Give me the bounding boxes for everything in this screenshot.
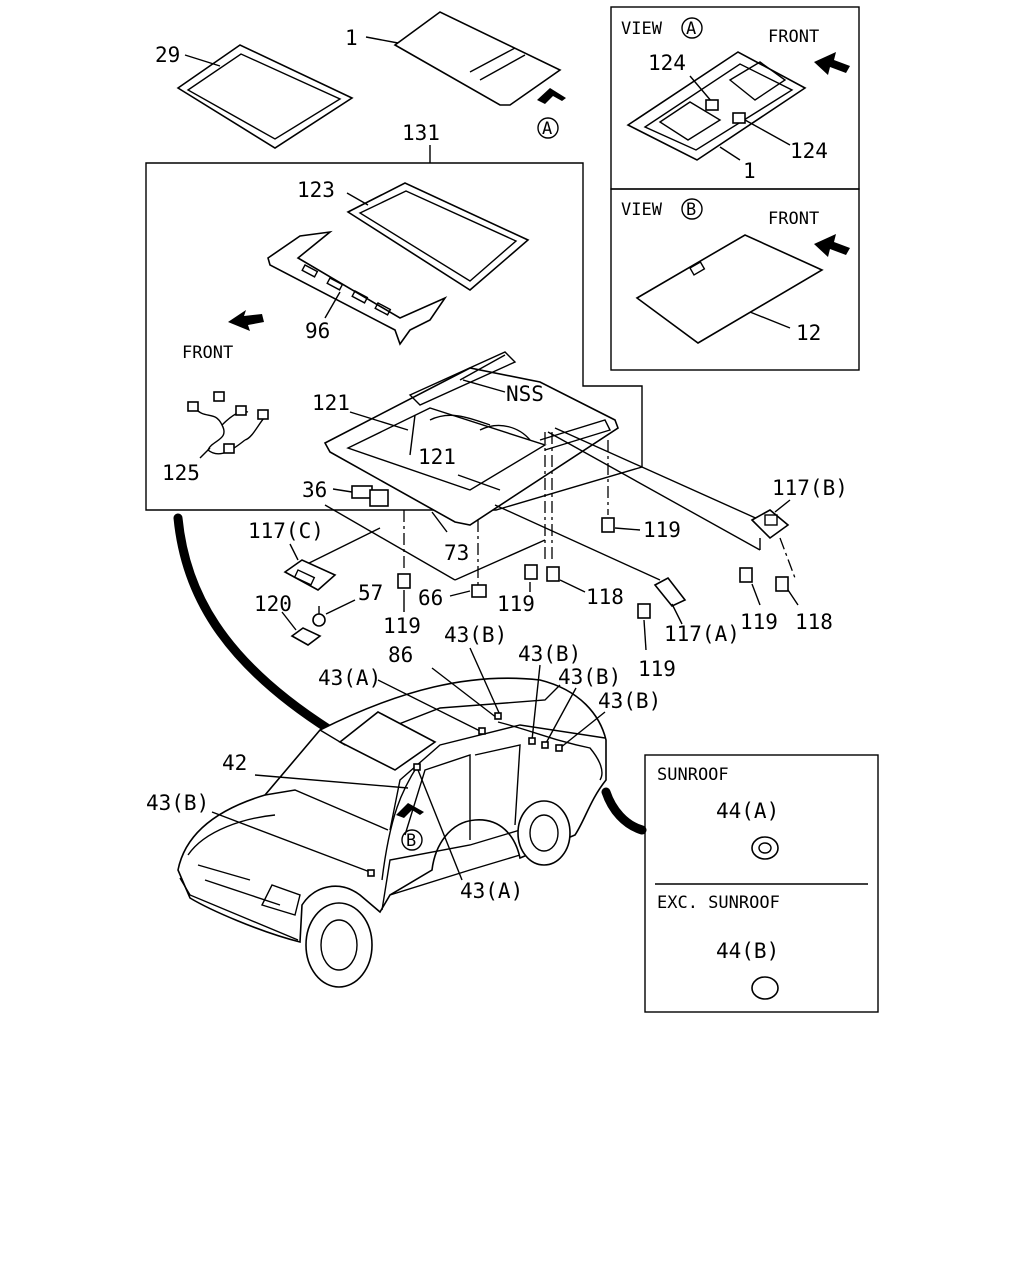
callout-86: 86	[388, 643, 413, 667]
bolt-118-a	[546, 566, 560, 582]
bolt-119-c	[601, 517, 615, 533]
callout-117a: 117(A)	[664, 622, 740, 646]
callout-43a-top: 43(A)	[318, 666, 381, 690]
bolt-118-b	[775, 576, 789, 592]
part-44a-label: 44(A)	[716, 799, 779, 823]
callout-121-left: 121	[312, 391, 350, 415]
part-36-motor	[351, 485, 389, 507]
callout-66: 66	[418, 586, 443, 610]
part-120-cover	[290, 627, 322, 646]
svg-text:A: A	[542, 119, 552, 139]
part-29-seal	[176, 44, 354, 149]
callout-73: 73	[444, 541, 469, 565]
part-44a-plug	[751, 836, 779, 860]
callout-118-b: 118	[795, 610, 833, 634]
sunroof-frame-tray	[323, 351, 619, 526]
callout-119-e: 119	[740, 610, 778, 634]
callout-43b-2: 43(B)	[518, 642, 581, 666]
nut-66	[471, 584, 487, 598]
callout-119-c: 119	[643, 518, 681, 542]
callout-131: 131	[402, 121, 440, 145]
front-label: FRONT	[182, 343, 233, 363]
view-b-shade-12	[635, 234, 824, 344]
bolt-119-a	[397, 573, 411, 589]
callout-117c: 117(C)	[248, 519, 324, 543]
view-a-callout-124a: 124	[648, 51, 686, 75]
view-b-box	[610, 188, 860, 371]
view-a-front-arrow-icon	[814, 52, 850, 75]
callout-123: 123	[297, 178, 335, 202]
view-a-arrow-icon: A	[537, 88, 566, 139]
callout-118-a: 118	[586, 585, 624, 609]
callout-43b-4: 43(B)	[598, 689, 661, 713]
callout-42: 42	[222, 751, 247, 775]
part-117b-bracket	[750, 509, 790, 540]
view-b-front-arrow-icon	[814, 234, 850, 257]
callout-43a-bottom: 43(A)	[460, 879, 523, 903]
part-44b-plug	[751, 976, 779, 1000]
view-a-front: FRONT	[768, 27, 819, 47]
view-b-letter: B	[686, 200, 696, 220]
part-117a-bracket	[653, 576, 687, 607]
part-123-seal	[346, 182, 530, 291]
sunroof-title: SUNROOF	[657, 765, 729, 785]
view-a-title: VIEW	[621, 19, 663, 39]
part-117c-bracket	[283, 559, 337, 591]
callout-120: 120	[254, 592, 292, 616]
view-b-callout-12: 12	[796, 321, 821, 345]
leader-arc-left	[173, 513, 335, 735]
bolt-119-d	[637, 603, 651, 619]
sunroof-variant-box	[644, 754, 879, 1013]
callout-119-d: 119	[638, 657, 676, 681]
part-96-frame	[267, 230, 448, 346]
callout-121-right: 121	[418, 445, 456, 469]
callout-43b-1: 43(B)	[444, 623, 507, 647]
part-1-glass	[393, 11, 562, 106]
view-a-letter: A	[686, 19, 696, 39]
bolt-119-e	[739, 567, 753, 583]
callout-29: 29	[155, 43, 180, 67]
part-125-harness	[187, 391, 269, 455]
view-b-title: VIEW	[621, 200, 663, 220]
callout-1: 1	[345, 26, 358, 50]
leader-arc-right	[601, 787, 647, 835]
vehicle-body	[177, 677, 607, 988]
callout-119-b: 119	[497, 592, 535, 616]
callout-117b: 117(B)	[772, 476, 848, 500]
view-b-arrow-icon: B	[396, 803, 424, 851]
view-a-callout-1: 1	[743, 159, 756, 183]
view-b-front: FRONT	[768, 209, 819, 229]
view-a-callout-124b: 124	[790, 139, 828, 163]
callout-43b-3: 43(B)	[558, 665, 621, 689]
part-57-screw	[312, 606, 326, 627]
callout-57: 57	[358, 581, 383, 605]
bolt-119-b	[524, 564, 538, 580]
front-arrow-icon	[228, 310, 264, 331]
callout-125: 125	[162, 461, 200, 485]
callout-43b-5: 43(B)	[146, 791, 209, 815]
callout-96: 96	[305, 319, 330, 343]
exc-sunroof-title: EXC. SUNROOF	[657, 893, 780, 913]
part-44b-label: 44(B)	[716, 939, 779, 963]
callout-nss: NSS	[506, 382, 544, 406]
assembly-131-outline	[145, 162, 643, 511]
svg-text:B: B	[406, 831, 416, 851]
callout-36: 36	[302, 478, 327, 502]
callout-119-a: 119	[383, 614, 421, 638]
